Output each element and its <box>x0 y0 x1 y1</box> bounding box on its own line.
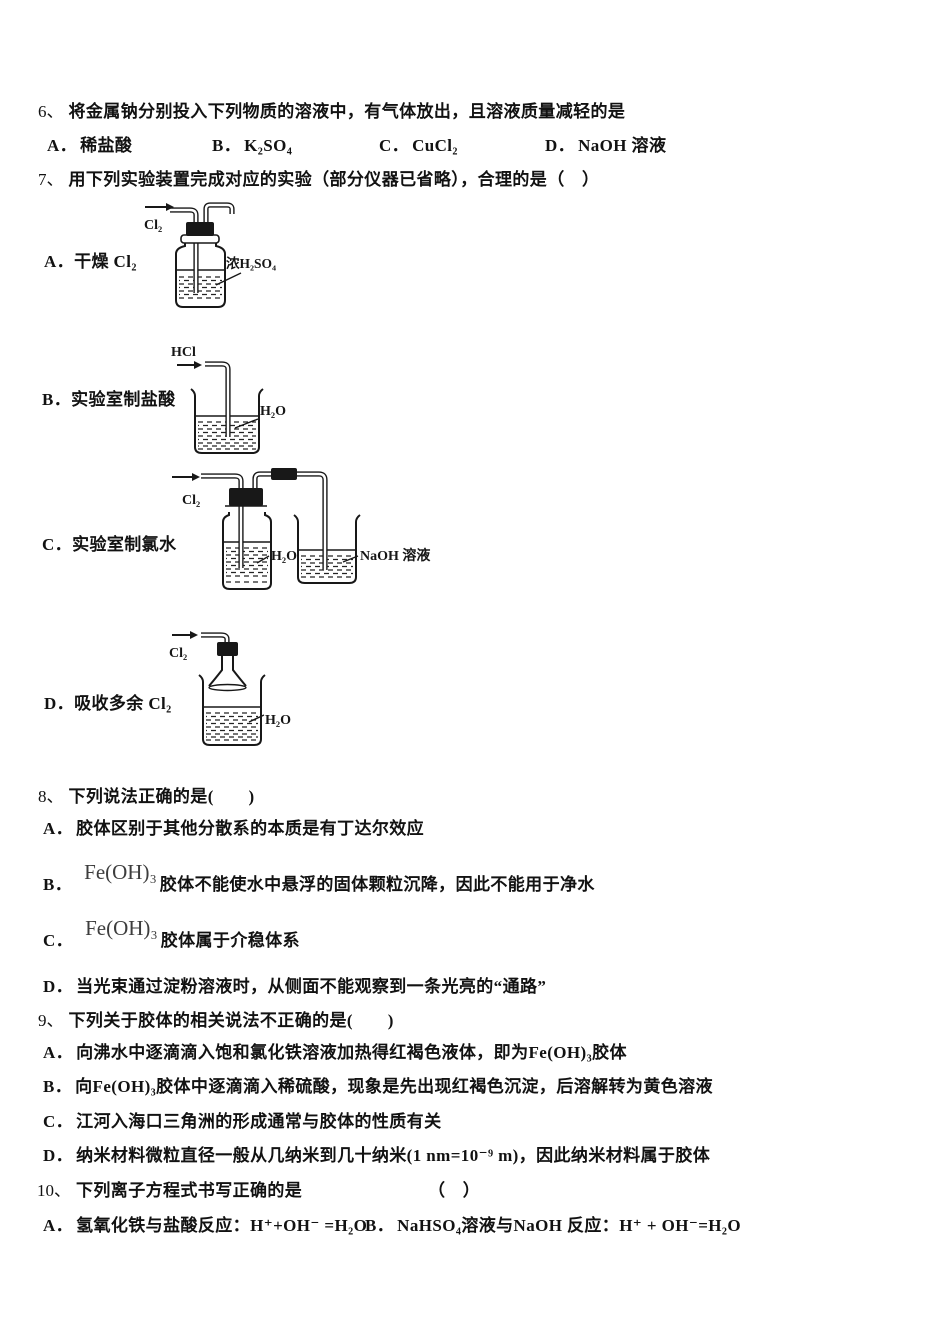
reagent-label: H₂O <box>265 713 291 728</box>
question-10-text: 下列离子方程式书写正确的是 <box>76 1181 303 1200</box>
liquid-hatching <box>226 547 268 583</box>
beaker-outline <box>293 514 361 584</box>
reagent-label: 浓H₂SO₄ <box>226 255 276 271</box>
question-9-number: 9、 <box>38 1011 64 1030</box>
q10-option-b: B．NaHSO₄溶液与NaOH 反应：H⁺ + OH⁻=H₂O <box>365 1215 741 1236</box>
q6-option-c-text: CuCl₂ <box>412 136 458 155</box>
question-8-text: 下列说法正确的是( ) <box>68 787 255 806</box>
q9-option-b-text: 向Fe(OH)₃胶体中逐滴滴入稀硫酸，现象是先出现红褐色沉淀，后溶解转为黄色溶液 <box>75 1077 713 1096</box>
funnel-right-side <box>232 656 247 687</box>
q9-option-c-key: C． <box>43 1112 74 1131</box>
q9-option-a: A．向沸水中逐滴滴入饱和氯化铁溶液加热得红褐色液体，即为Fe(OH)₃胶体 <box>43 1042 627 1063</box>
q6-option-c: C．CuCl₂ <box>379 135 458 156</box>
q8-option-c: C． Fe(OH)₃胶体属于介稳体系 <box>43 916 300 952</box>
q8-option-c-key: C． <box>43 931 74 950</box>
reagent2-label: NaOH 溶液 <box>360 547 431 564</box>
q7-option-a-label: A．干燥 Cl₂ <box>44 252 137 271</box>
stopper <box>186 222 214 236</box>
q9-option-b: B．向Fe(OH)₃胶体中逐滴滴入稀硫酸，现象是先出现红褐色沉淀，后溶解转为黄色… <box>43 1076 713 1097</box>
q10-option-a: A．氢氧化铁与盐酸反应：H⁺+OH⁻ =H₂O <box>43 1215 367 1236</box>
q9-option-c: C．江河入海口三角洲的形成通常与胶体的性质有关 <box>43 1111 441 1132</box>
rubber-connector <box>271 468 297 480</box>
funnel-left-side <box>208 656 223 687</box>
reagent-pointer <box>256 555 270 564</box>
gas-label: Cl₂ <box>144 218 162 233</box>
fe-oh3-formula: Fe(OH)₃ <box>85 916 158 940</box>
q8-option-b: B． Fe(OH)₃胶体不能使水中悬浮的固体颗粒沉降，因此不能用于净水 <box>43 860 595 896</box>
q7-option-c-label: C．实验室制氯水 <box>42 535 177 554</box>
q8-option-a-text: 胶体区别于其他分散系的本质是有丁达尔效应 <box>76 819 425 838</box>
q6-option-a-key: A． <box>47 136 78 155</box>
stopper <box>229 488 263 506</box>
reagent-pointer <box>215 272 242 286</box>
q9-option-d-key: D． <box>43 1146 74 1165</box>
q6-option-d: D．NaOH 溶液 <box>545 135 666 156</box>
question-9-text: 下列关于胶体的相关说法不正确的是( ) <box>68 1011 394 1030</box>
question-10-parens: （ ） <box>428 1181 481 1200</box>
q8-option-d-key: D． <box>43 977 74 996</box>
q9-option-a-text: 向沸水中逐滴滴入饱和氯化铁溶液加热得红褐色液体，即为Fe(OH)₃胶体 <box>76 1043 627 1062</box>
reagent2-pointer <box>342 555 359 563</box>
apparatus-d-funnel-beaker: Cl₂ H₂O <box>169 631 291 746</box>
question-8-number: 8、 <box>38 787 64 806</box>
reagent-pointer <box>234 418 259 429</box>
reagent-pointer <box>248 714 265 723</box>
question-6-number: 6、 <box>38 102 64 121</box>
q8-option-b-key: B． <box>43 875 73 894</box>
q8-option-b-text: 胶体不能使水中悬浮的固体颗粒沉降，因此不能用于净水 <box>159 875 595 894</box>
q8-option-a-key: A． <box>43 819 74 838</box>
gas-label: HCl <box>171 345 196 360</box>
q9-option-d-text: 纳米材料微粒直径一般从几纳米到几十纳米(1 nm=10⁻⁹ m)，因此纳米材料属… <box>76 1146 711 1165</box>
beaker-outline <box>198 674 266 746</box>
q8-option-c-text: 胶体属于介稳体系 <box>160 931 300 950</box>
question-6-header: 6、将金属钠分别投入下列物质的溶液中，有气体放出，且溶液质量减轻的是 <box>38 101 625 122</box>
q9-option-a-key: A． <box>43 1043 74 1062</box>
apparatus-a-gas-washing-bottle: Cl₂ 浓H₂SO₄ <box>144 202 276 308</box>
beaker-outline <box>190 388 264 454</box>
q6-option-a: A．稀盐酸 <box>47 135 132 156</box>
q7-option-b-label: B．实验室制盐酸 <box>42 390 176 409</box>
fe-oh3-formula: Fe(OH)₃ <box>84 860 157 884</box>
q6-option-a-text: 稀盐酸 <box>80 136 133 155</box>
liquid-hatching <box>206 715 258 738</box>
q7-option-d-label: D．吸收多余 Cl₂ <box>44 694 172 713</box>
q6-option-b: B．K₂SO₄ <box>212 135 292 156</box>
q6-option-c-key: C． <box>379 136 410 155</box>
apparatus-b-beaker-hcl: HCl H₂O <box>171 345 286 454</box>
bottle-outline <box>175 242 226 308</box>
question-10-number: 10、 <box>37 1181 71 1200</box>
reagent-label: H₂O <box>260 404 286 419</box>
q10-option-a-text: 氢氧化铁与盐酸反应：H⁺+OH⁻ =H₂O <box>76 1216 368 1235</box>
q6-option-b-key: B． <box>212 136 242 155</box>
q9-option-b-key: B． <box>43 1077 73 1096</box>
question-9-header: 9、下列关于胶体的相关说法不正确的是( ) <box>38 1010 394 1031</box>
stopper <box>217 642 238 656</box>
apparatus-c-bottle-and-beaker: Cl₂ H₂O NaOH 溶液 <box>172 468 431 590</box>
liquid-hatching <box>179 276 222 299</box>
reagent-label: H₂O <box>271 549 297 564</box>
cap-ring <box>180 234 220 244</box>
q10-option-b-text: NaHSO₄溶液与NaOH 反应：H⁺ + OH⁻=H₂O <box>397 1216 742 1235</box>
q9-option-c-text: 江河入海口三角洲的形成通常与胶体的性质有关 <box>76 1112 442 1131</box>
question-8-header: 8、下列说法正确的是( ) <box>38 786 255 807</box>
gas-label: Cl₂ <box>182 493 200 508</box>
q8-option-d: D．当光束通过淀粉溶液时，从侧面不能观察到一条光亮的“通路” <box>43 976 546 997</box>
q10-option-b-key: B． <box>365 1216 395 1235</box>
q10-option-a-key: A． <box>43 1216 74 1235</box>
q9-option-d: D．纳米材料微粒直径一般从几纳米到几十纳米(1 nm=10⁻⁹ m)，因此纳米材… <box>43 1145 710 1166</box>
q6-option-d-text: NaOH 溶液 <box>578 136 667 155</box>
q8-option-a: A．胶体区别于其他分散系的本质是有丁达尔效应 <box>43 818 424 839</box>
funnel-mouth <box>208 683 247 692</box>
q6-option-d-key: D． <box>545 136 576 155</box>
liquid-hatching <box>179 279 222 296</box>
bottle-outline <box>222 512 272 590</box>
q8-option-d-text: 当光束通过淀粉溶液时，从侧面不能观察到一条光亮的“通路” <box>76 977 547 996</box>
question-6-text: 将金属钠分别投入下列物质的溶液中，有气体放出，且溶液质量减轻的是 <box>68 102 626 121</box>
question-7-number: 7、 <box>38 170 64 189</box>
q6-option-b-text: K₂SO₄ <box>244 136 293 155</box>
gas-label: Cl₂ <box>169 646 187 661</box>
question-7-header: 7、用下列实验装置完成对应的实验（部分仪器已省略），合理的是（ ） <box>38 169 599 190</box>
question-10-header: 10、下列离子方程式书写正确的是 <box>37 1180 302 1201</box>
question-7-text: 用下列实验装置完成对应的实验（部分仪器已省略），合理的是（ ） <box>68 170 600 189</box>
